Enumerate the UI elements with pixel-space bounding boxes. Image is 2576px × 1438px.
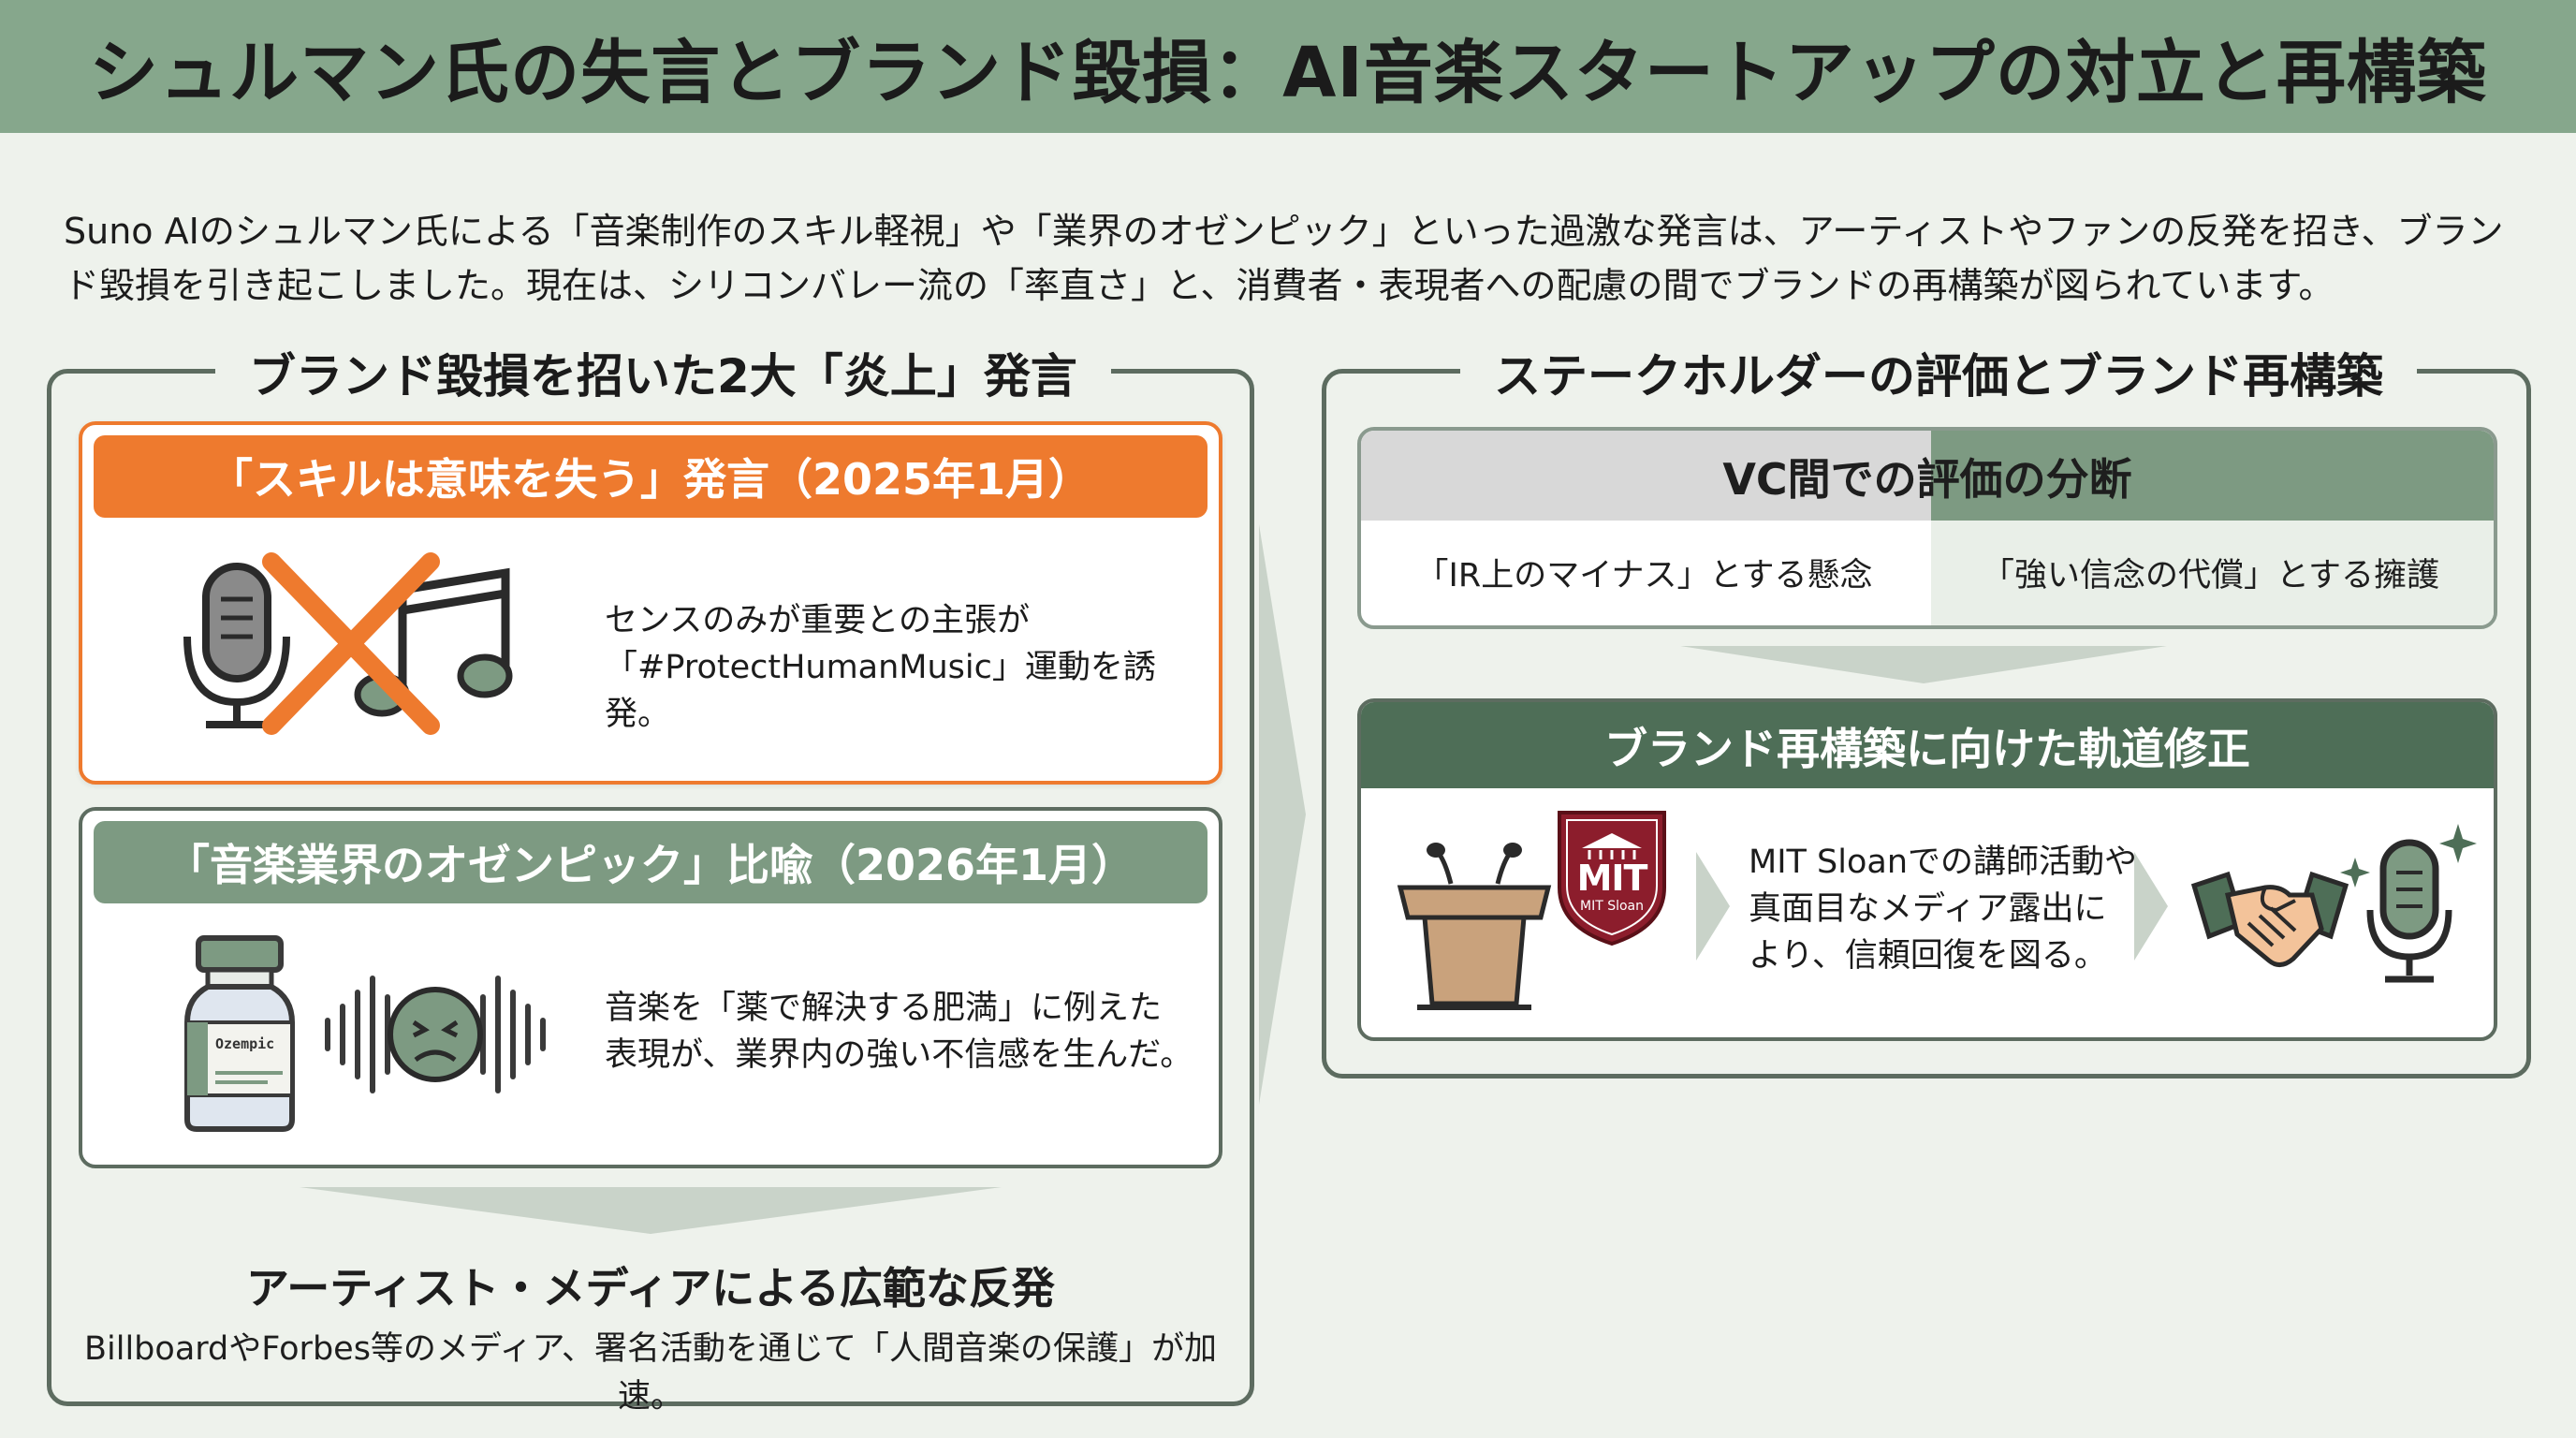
vc-evaluation-card xyxy=(1357,427,2497,629)
backlash-heading: アーティスト・メディアによる広範な反発 xyxy=(246,1263,1055,1313)
rebuild-line2: 真面目なメディア露出に xyxy=(1749,890,2107,928)
rebuild-line1: MIT Sloanでの講師活動や xyxy=(1749,844,2138,881)
intro-paragraph: Suno AIのシュルマン氏による「音楽制作のスキル軽視」や「業界のオゼンピック… xyxy=(64,211,2504,306)
vc-defense-text: 「強い信念の代償」とする擁護 xyxy=(1982,557,2439,594)
ozempic-metaphor-heading: 「音楽業界のオゼンピック」比喩（2026年1月） xyxy=(94,821,1208,903)
chevron-right-icon xyxy=(1696,852,1730,961)
medicine-bottle-icon xyxy=(184,935,295,1132)
vc-evaluation-heading: VC間での評価の分断 xyxy=(1722,454,2132,505)
ozempic-metaphor-description: 音楽を「薬で解決する肥満」に例えた 表現が、業界内の強い不信感を生んだ。 xyxy=(605,985,1204,1078)
ozempic-metaphor-heading-text: 「音楽業界のオゼンピック」比喩（2026年1月） xyxy=(166,840,1135,890)
down-arrow-icon xyxy=(300,1187,1002,1234)
podium-icon xyxy=(1397,843,1552,1010)
muted-music-illustration xyxy=(183,552,513,735)
music-note-icon xyxy=(354,567,513,717)
skill-statement-heading-text: 「スキルは意味を失う」発言（2025年1月） xyxy=(209,454,1092,505)
sparkle-microphone-icon xyxy=(2340,824,2477,983)
rebuild-card xyxy=(1357,698,2497,1041)
right-arrow-icon xyxy=(1259,524,1306,1105)
rebuild-heading: ブランド再構築に向けた軌道修正 xyxy=(1604,724,2250,774)
title-banner: シュルマン氏の失言とブランド毀損：AI音楽スタートアップの対立と再構築 xyxy=(0,0,2576,133)
down-arrow-icon-right xyxy=(1680,646,2167,683)
backlash-description: BillboardやForbes等のメディア、署名活動を通じて「人間音楽の保護」… xyxy=(84,1330,1217,1416)
handshake-icon xyxy=(2190,871,2349,967)
page-title: シュルマン氏の失言とブランド毀損：AI音楽スタートアップの対立と再構築 xyxy=(89,32,2487,113)
chevron-right-icon-2 xyxy=(2134,852,2168,961)
cross-icon xyxy=(262,552,440,735)
left-panel-title: ブランド毀損を招いた2大「炎上」発言 xyxy=(215,339,1111,406)
mit-badge-sub: MIT Sloan xyxy=(1579,899,1644,914)
microphone-icon xyxy=(183,563,290,728)
ozempic-line2: 表現が、業界内の強い不信感を生んだ。 xyxy=(605,1036,1193,1074)
rebuild-description: MIT Sloanでの講師活動や 真面目なメディア露出に より、信頼回復を図る。 xyxy=(1749,839,2142,979)
skill-statement-heading: 「スキルは意味を失う」発言（2025年1月） xyxy=(94,435,1208,518)
mit-sloan-badge-icon xyxy=(1558,811,1666,946)
mit-badge-main: MIT xyxy=(1576,858,1648,899)
ozempic-line1: 音楽を「薬で解決する肥満」に例えた xyxy=(605,990,1163,1027)
bottle-label: Ozempic xyxy=(215,1035,275,1052)
sad-soundwave-icon xyxy=(325,976,546,1093)
rebuild-line3: より、信頼回復を図る。 xyxy=(1749,937,2107,975)
skill-statement-line1: センスのみが重要との主張が xyxy=(605,602,1030,639)
skill-statement-line2: 「#ProtectHumanMusic」運動を誘発。 xyxy=(605,649,1156,733)
vc-concern-text: 「IR上のマイナス」とする懸念 xyxy=(1415,557,1873,594)
skill-statement-description: センスのみが重要との主張が 「#ProtectHumanMusic」運動を誘発。 xyxy=(605,597,1204,738)
right-panel-title: ステークホルダーの評価とブランド再構築 xyxy=(1460,339,2417,406)
